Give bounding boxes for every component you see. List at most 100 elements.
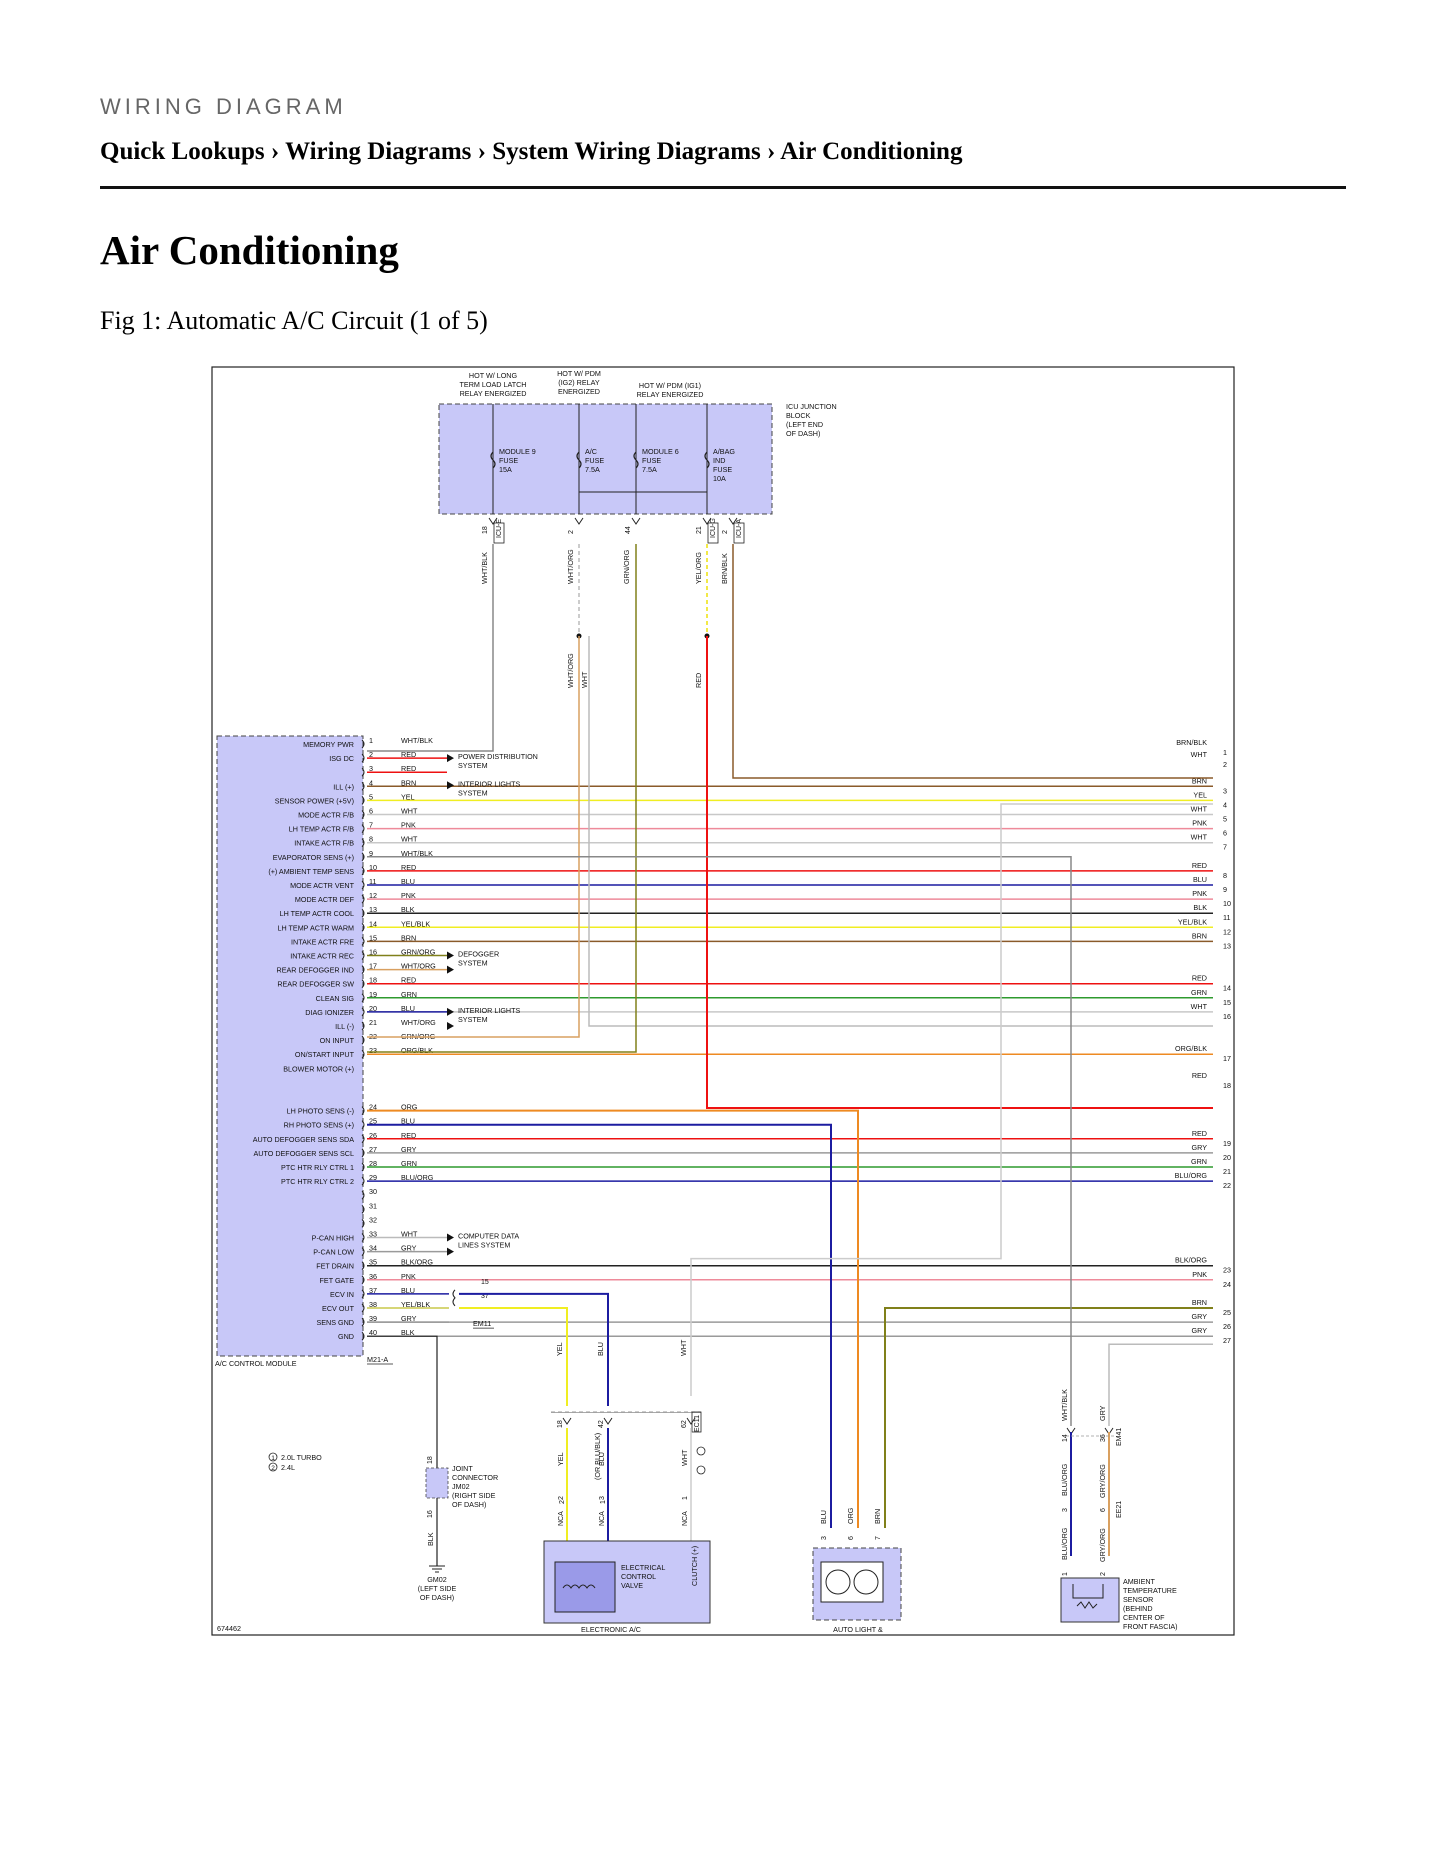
- pin-number: 3: [1062, 1508, 1069, 1512]
- ambient-label: (BEHIND: [1123, 1604, 1153, 1613]
- pin-number: 18: [427, 1456, 434, 1464]
- pin-number: 2: [1100, 1572, 1107, 1576]
- wire-label: YEL/BLK: [401, 1300, 430, 1309]
- pin-number: 6: [1100, 1508, 1107, 1512]
- module-pin-number: 34: [369, 1244, 377, 1253]
- offpage-wire-label: RED: [1192, 1129, 1207, 1138]
- module-pin-label: AUTO DEFOGGER SENS SCL: [253, 1149, 354, 1158]
- offpage-number: 13: [1223, 941, 1231, 950]
- offpage-wire-label: BLU: [1193, 875, 1207, 884]
- offpage-number: 14: [1223, 984, 1231, 993]
- fuse-symbol: [576, 451, 582, 469]
- legend-number: 2: [271, 1465, 275, 1472]
- wire-label: GRY: [401, 1145, 417, 1154]
- module-pin: [361, 810, 365, 819]
- legend-marker: [268, 1452, 278, 1462]
- module-pin-number: 39: [369, 1314, 377, 1323]
- module-pin-label: GND: [338, 1332, 354, 1341]
- offpage-number: 9: [1223, 885, 1227, 894]
- joint-connector: [425, 1467, 449, 1499]
- wire-label: YEL: [555, 1342, 564, 1356]
- thermistor-icon: [1072, 1584, 1104, 1609]
- breadcrumb-separator: ›: [767, 138, 776, 165]
- module-pin: [361, 781, 365, 791]
- wire-label: BLU: [597, 1452, 606, 1466]
- connector-pin: [702, 517, 712, 525]
- wire-label: RED: [694, 673, 703, 688]
- wire-label: YEL: [401, 792, 415, 801]
- wire-memory-pwr: [367, 544, 494, 752]
- control-valve: [554, 1561, 616, 1613]
- module-pin-number: 6: [369, 807, 373, 816]
- wire-label: RED: [401, 976, 416, 985]
- wire-blu-25: [367, 1123, 832, 1528]
- pin-number: 6: [848, 1536, 855, 1540]
- offpage-number: 3: [1223, 786, 1227, 795]
- wire-label: BLU: [401, 1117, 415, 1126]
- module-pin-label: INTAKE ACTR REC: [290, 952, 354, 961]
- offpage-number: 4: [1223, 800, 1227, 809]
- valve-label: VALVE: [621, 1581, 643, 1590]
- offpage-number: 15: [1223, 998, 1231, 1007]
- wire-label: BLU: [401, 1004, 415, 1013]
- connector-pin: [562, 1417, 572, 1425]
- module-pin-label: MODE ACTR VENT: [290, 881, 355, 890]
- module-pin-number: 8: [369, 835, 373, 844]
- module-pin-label: ON INPUT: [320, 1036, 355, 1045]
- module-pin: [361, 1134, 365, 1144]
- fuse-label: MODULE 6: [642, 447, 679, 456]
- offpage-wire-label: BLK: [1193, 903, 1207, 912]
- wire-red-18: [706, 636, 1213, 1109]
- arrow-ref: [447, 951, 454, 960]
- wire-label: GRY: [1098, 1405, 1107, 1421]
- offpage-number: 5: [1223, 815, 1227, 824]
- module-pin-label: MODE ACTR F/B: [298, 811, 354, 820]
- offpage-number: 7: [1223, 843, 1227, 852]
- joint-label: JM02: [452, 1482, 470, 1491]
- valve-label: CONTROL: [621, 1572, 656, 1581]
- offpage-wire-label: PNK: [1192, 819, 1207, 828]
- photo-sensor-label: PHOTO SENSOR: [829, 1634, 887, 1636]
- module-pin-number: 37: [369, 1286, 377, 1295]
- module-pin: [361, 1162, 365, 1172]
- module-pin-number: 35: [369, 1258, 377, 1267]
- pin-number: 44: [625, 526, 632, 534]
- module-pin-label: CLEAN SIG: [316, 994, 355, 1003]
- ambient-label: FRONT FASCIA): [1123, 1622, 1178, 1631]
- module-pin: [361, 1120, 365, 1130]
- module-pin-label: MEMORY PWR: [303, 740, 354, 749]
- module-pin: [361, 880, 365, 890]
- breadcrumb-item[interactable]: Quick Lookups: [100, 138, 265, 165]
- pin-number: 3: [599, 1496, 606, 1500]
- fuse-label: MODULE 9: [499, 447, 536, 456]
- connector-line: [551, 1412, 701, 1413]
- module-pin: [361, 824, 365, 833]
- pin-number: 2: [558, 1496, 565, 1500]
- arrow-ref-label: SYSTEM: [458, 959, 488, 968]
- module-pin: [361, 979, 365, 989]
- offpage-wire-label: WHT: [1191, 1002, 1208, 1011]
- pin-number: 1: [682, 1496, 689, 1500]
- ground-icon: [429, 1565, 445, 1573]
- offpage-wire-label: BRN/BLK: [1176, 738, 1207, 747]
- breadcrumb-item[interactable]: System Wiring Diagrams: [492, 138, 761, 165]
- wire-label: WHT/BLK: [1060, 1389, 1069, 1421]
- arrow-ref-label: SYSTEM: [458, 788, 488, 797]
- wire-grn-org-22: [367, 544, 637, 1053]
- pin-number: 7: [875, 1536, 882, 1540]
- module-pin-number: 16: [369, 948, 377, 957]
- connector-box: [493, 522, 505, 544]
- wire-yel-ecv: [459, 1307, 568, 1406]
- arrow-ref-label: COMPUTER DATA: [458, 1232, 519, 1241]
- wire-label: GRY/ORG: [1098, 1528, 1107, 1562]
- supply-label: RELAY ENERGIZED: [460, 389, 527, 398]
- arrow-ref-label: INTERIOR LIGHTS: [458, 1006, 521, 1015]
- module-pin: [361, 1233, 365, 1242]
- module-pin: [361, 1049, 365, 1059]
- wire-label: RED: [401, 1131, 416, 1140]
- breadcrumb-item[interactable]: Air Conditioning: [780, 138, 963, 165]
- breadcrumb-item[interactable]: Wiring Diagrams: [285, 138, 472, 165]
- wire-label: WHT/BLK: [401, 736, 433, 745]
- ground-label: OF DASH): [420, 1593, 454, 1602]
- module-pin-label: (+) AMBIENT TEMP SENS: [268, 867, 354, 876]
